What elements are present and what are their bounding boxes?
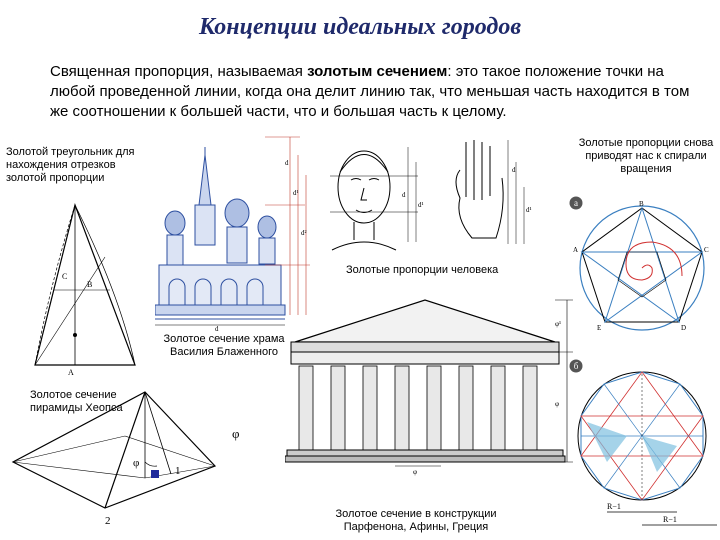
caption-human: Золотые пропорции человека [346,264,499,276]
svg-text:D: D [681,324,686,332]
parthenon-figure: φ¹ φ φ [285,299,573,476]
badge-a-icon: а [569,196,583,210]
caption-triangle: Золотой треугольник для нахождения отрез… [6,146,135,184]
label-two: 2 [105,515,111,527]
caption-pyramid: Золотое сечение пирамиды Хеопса [30,389,123,414]
label-phi-pyramid: φ [232,426,240,441]
svg-text:d: d [512,166,516,174]
badge-b-icon: б [569,359,583,373]
caption-parthenon: Золотое сечение в конструкции Парфенона,… [335,508,497,533]
pyramid-figure: φ φ 1 2 [11,391,240,527]
svg-text:A: A [573,246,578,254]
svg-text:φ: φ [413,468,417,476]
svg-text:C: C [62,272,67,281]
label-r-minus-1-a: R−1 [607,502,621,511]
svg-text:d: d [402,191,406,199]
svg-text:d¹: d¹ [526,206,532,214]
svg-text:d¹: d¹ [418,201,424,209]
svg-text:d¹: d¹ [293,189,299,197]
caption-spiral: Золотые пропорции снова приводят нас к с… [578,137,714,175]
golden-triangle-figure: C B A [34,202,136,377]
label-phi-small: φ [133,457,139,469]
svg-text:E: E [597,324,601,332]
svg-text:d: d [285,159,289,167]
svg-text:φ: φ [555,400,559,408]
page-title: Концепции идеальных городов [198,14,522,40]
svg-text:d: d [215,325,219,333]
intro-highlight: золотым сечением [307,63,448,80]
intro-text-2: : это такое положение точки на любой про… [50,63,690,120]
human-proportions-figure: d d¹ d d¹ [330,140,532,251]
svg-text:B: B [639,200,644,208]
label-r-minus-1-b: R−1 [663,515,677,524]
badge-a-label: а [574,198,578,208]
svg-text:d²: d² [301,229,307,237]
intro-paragraph: Священная пропорция, называемая золотым … [50,62,700,122]
cathedral-figure: d d¹ d² d [155,136,310,333]
badge-b-label: б [574,361,579,371]
decagon-figure: R−1 R−1 [577,371,717,526]
pentagram-spiral-figure: B C D E A [573,200,709,332]
svg-text:C: C [704,246,709,254]
svg-text:A: A [68,368,74,377]
intro-text-1: Священная пропорция, называемая [50,63,308,80]
svg-text:B: B [87,280,92,289]
svg-text:φ¹: φ¹ [555,320,561,328]
caption-cathedral: Золотое сечение храма Василия Блаженного [163,333,285,358]
label-one: 1 [175,465,181,477]
